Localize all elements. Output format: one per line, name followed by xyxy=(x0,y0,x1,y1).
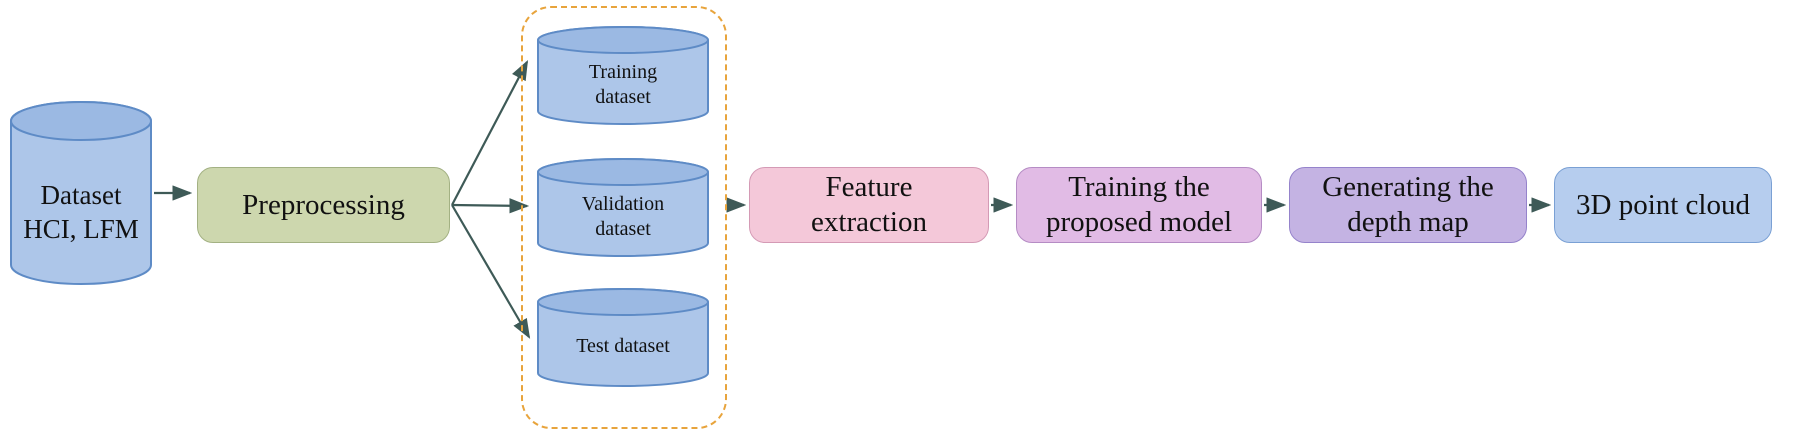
point-cloud-node: 3D point cloud xyxy=(1554,167,1772,243)
point-cloud-label: 3D point cloud xyxy=(1576,188,1750,221)
test-dataset-node: Test dataset xyxy=(536,288,710,387)
depth-map-node: Generating the depth map xyxy=(1289,167,1527,243)
arrow-preprocessing-to-training-dataset xyxy=(451,60,529,206)
database-cylinder-icon xyxy=(537,288,709,387)
arrow-preprocessing-to-test-dataset xyxy=(451,204,531,339)
validation-dataset-node: Validation dataset xyxy=(536,158,710,257)
feature-extraction-node: Feature extraction xyxy=(749,167,989,243)
depth-map-label: Generating the depth map xyxy=(1322,171,1494,238)
preprocessing-node: Preprocessing xyxy=(197,167,450,243)
database-cylinder-icon xyxy=(537,158,709,257)
training-dataset-node: Training dataset xyxy=(536,26,710,125)
feature-extraction-label: Feature extraction xyxy=(811,171,927,238)
training-model-node: Training the proposed model xyxy=(1016,167,1262,243)
arrow-preprocessing-to-validation-dataset xyxy=(451,198,530,214)
database-cylinder-icon xyxy=(10,101,152,285)
database-cylinder-icon xyxy=(537,26,709,125)
training-model-label: Training the proposed model xyxy=(1045,171,1233,238)
dataset-source-label: Dataset HCI, LFM xyxy=(23,180,139,244)
validation-dataset-label: Validation dataset xyxy=(581,192,665,240)
training-dataset-label: Training dataset xyxy=(588,60,658,108)
dataset-source-node: Dataset HCI, LFM xyxy=(8,100,154,286)
test-dataset-label: Test dataset xyxy=(576,335,670,357)
preprocessing-label: Preprocessing xyxy=(242,188,405,221)
dataset-split-group xyxy=(521,6,727,429)
